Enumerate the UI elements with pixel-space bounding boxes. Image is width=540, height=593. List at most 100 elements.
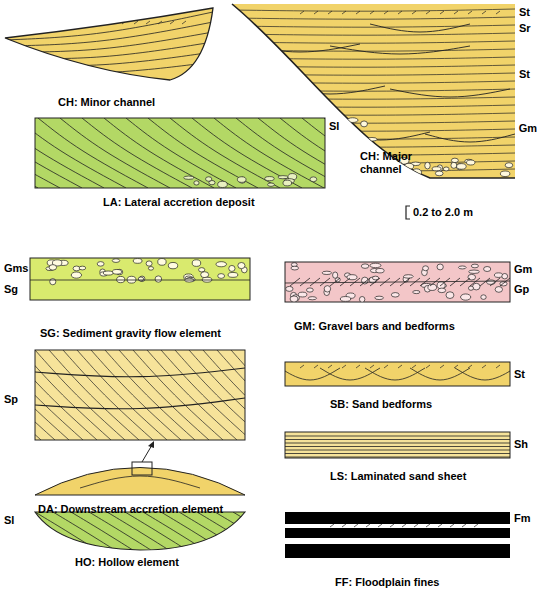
pebble xyxy=(437,264,443,270)
ripple-tick xyxy=(462,524,466,527)
pebble xyxy=(428,284,437,290)
ripple-tick xyxy=(450,524,454,527)
pebble xyxy=(298,292,307,297)
ripple-tick xyxy=(134,21,138,24)
bedding-line xyxy=(38,118,148,188)
pebble xyxy=(404,163,413,169)
foreset xyxy=(470,278,480,286)
pebble xyxy=(218,181,228,187)
facies-code: Sl xyxy=(329,120,339,133)
ripple-tick xyxy=(438,524,442,527)
foreset xyxy=(490,278,500,286)
sb-fill xyxy=(285,362,510,386)
ripple-tick xyxy=(384,11,388,14)
element-caption: LS: Laminated sand sheet xyxy=(330,470,466,483)
bedding-line xyxy=(232,105,515,107)
ripple-tick xyxy=(356,11,360,14)
pebble xyxy=(471,264,478,268)
pebble xyxy=(435,171,443,176)
bedding-line xyxy=(80,476,200,488)
facies-code: 0.2 to 2.0 m xyxy=(413,206,473,219)
ripple-tick xyxy=(182,21,186,24)
trough-set xyxy=(455,368,515,380)
ripple-tick xyxy=(314,11,318,14)
bedding-line xyxy=(104,118,214,188)
bedding-line xyxy=(0,118,104,188)
pebble xyxy=(451,162,457,168)
bedding-line xyxy=(17,512,82,552)
pebble xyxy=(290,296,298,302)
ripple-tick xyxy=(426,11,430,14)
foreset xyxy=(290,278,300,286)
facies-code: Gp xyxy=(514,283,529,296)
pebble xyxy=(467,160,475,165)
pebble xyxy=(340,297,350,302)
bedding-line xyxy=(232,89,515,91)
bedding-line xyxy=(0,350,27,440)
ripple-tick xyxy=(378,524,382,527)
bedding-line xyxy=(161,350,251,440)
ripple-tick xyxy=(384,365,388,368)
ripple-tick xyxy=(454,11,458,14)
ho-beds xyxy=(0,512,334,552)
da-fill xyxy=(35,350,245,440)
channel-fill xyxy=(5,8,213,80)
bedding-line xyxy=(232,65,515,67)
pebble xyxy=(376,268,384,272)
ripple-tick xyxy=(370,365,374,368)
pebble xyxy=(168,262,177,268)
pebble xyxy=(361,264,369,268)
element-caption: GM: Gravel bars and bedforms xyxy=(294,320,455,333)
lamina xyxy=(285,436,510,437)
bedding-line xyxy=(236,118,346,188)
element-caption: CH: Major channel xyxy=(360,150,432,176)
foreset xyxy=(300,278,310,286)
bedding-line xyxy=(53,512,118,552)
pebble xyxy=(184,176,194,179)
trough-set xyxy=(330,132,430,140)
pebble xyxy=(71,272,81,278)
facies-code: Gm xyxy=(514,263,532,276)
bedding-line xyxy=(35,368,245,377)
bedding-line xyxy=(125,512,190,552)
pebble xyxy=(138,277,143,281)
facies-code: Gm xyxy=(519,122,537,135)
mud-band xyxy=(285,544,510,558)
bedding-line xyxy=(232,25,515,27)
pebble xyxy=(495,287,502,293)
pebble xyxy=(79,266,86,270)
pebble xyxy=(238,262,245,268)
pebble xyxy=(359,296,364,302)
ripple-tick xyxy=(496,11,500,14)
bedding-line xyxy=(197,512,262,552)
facies-code: Sp xyxy=(4,393,18,406)
ripple-tick xyxy=(482,11,486,14)
pebble xyxy=(423,266,429,271)
pebble xyxy=(206,177,212,182)
bedding-line xyxy=(161,512,226,552)
pebble xyxy=(446,292,454,299)
pebble xyxy=(148,267,153,271)
laminated-sand-sheet xyxy=(285,432,510,458)
bedding-line xyxy=(232,73,515,75)
bedding-line xyxy=(0,350,83,440)
bedding-line xyxy=(203,350,293,440)
pebble xyxy=(146,261,152,266)
pebble xyxy=(408,172,416,176)
pebble xyxy=(199,268,205,272)
bedding-line xyxy=(105,350,195,440)
ripple-tick xyxy=(390,524,394,527)
sediment-gravity-flow xyxy=(30,258,250,300)
bedding-line xyxy=(91,350,181,440)
pebble xyxy=(443,167,449,171)
bedding-line xyxy=(143,512,208,552)
bedding-line xyxy=(232,97,515,99)
ripple-tick xyxy=(328,11,332,14)
pebble xyxy=(103,271,113,275)
bedding-line xyxy=(232,57,515,59)
bedding-line xyxy=(324,118,434,188)
bedding-line xyxy=(5,22,213,46)
element-caption: SB: Sand bedforms xyxy=(330,398,432,411)
lamina xyxy=(285,443,510,444)
